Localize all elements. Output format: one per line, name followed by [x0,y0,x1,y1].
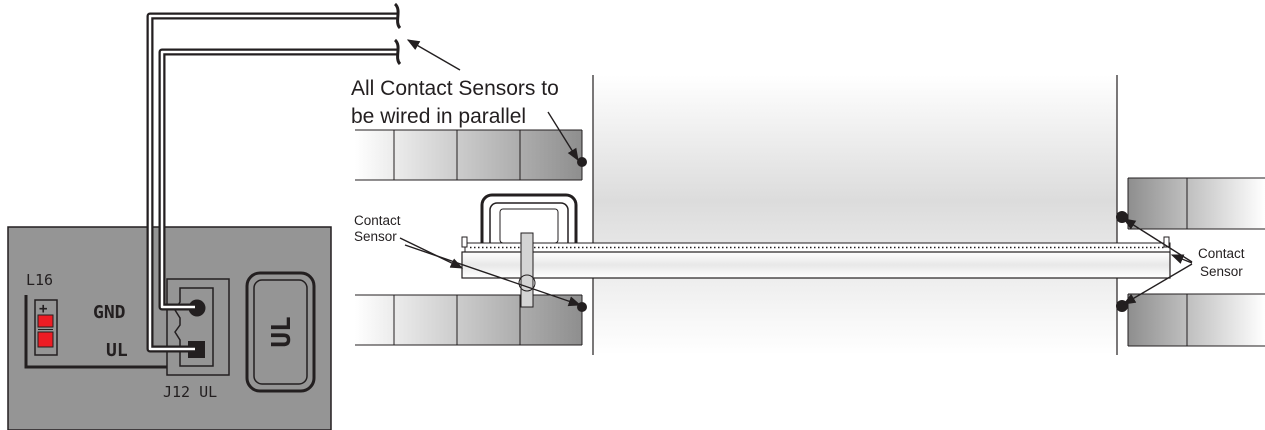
led-plus-label: + [39,301,47,317]
left-lower-bricks [355,294,583,346]
wire-pair [146,12,398,353]
led-indicator-bottom [37,331,54,348]
door-bar [461,251,1171,279]
parallel-note-line2: be wired in parallel [351,105,526,128]
right-upper-bricks [1127,177,1265,230]
carriage [518,232,536,308]
ul-terminal-label: UL [106,340,128,361]
j12-ul-pin [188,341,205,358]
contact-sensor-label-right-1: Contact [1198,246,1245,261]
contact-sensor-dot-right-lower [1116,300,1128,312]
contact-sensor-label-left-1: Contact [354,213,401,228]
board-outline-trace [24,295,212,369]
contact-sensor-dot-left-upper [577,157,587,167]
wire-break-lower [393,38,402,66]
ul-button-inner [253,279,308,385]
ul-button[interactable] [245,271,316,393]
ul-button-label: UL [267,316,297,347]
right-lower-bricks [1127,293,1265,347]
led-ref-label: L16 [26,271,53,289]
parallel-note-line1: All Contact Sensors to [351,77,559,100]
wire-break-upper [393,2,402,30]
j12-connector-label: J12 UL [163,383,217,401]
contact-sensor-dot-left-lower [577,302,587,312]
leader-arrows [399,39,1193,307]
led-indicator-top [37,314,54,328]
contact-sensor-label-left-2: Sensor [354,229,397,244]
left-upper-bricks [355,129,583,181]
door-opening [593,75,1117,355]
gnd-terminal-label: GND [93,302,126,323]
contact-sensor-label-right-2: Sensor [1200,264,1243,279]
